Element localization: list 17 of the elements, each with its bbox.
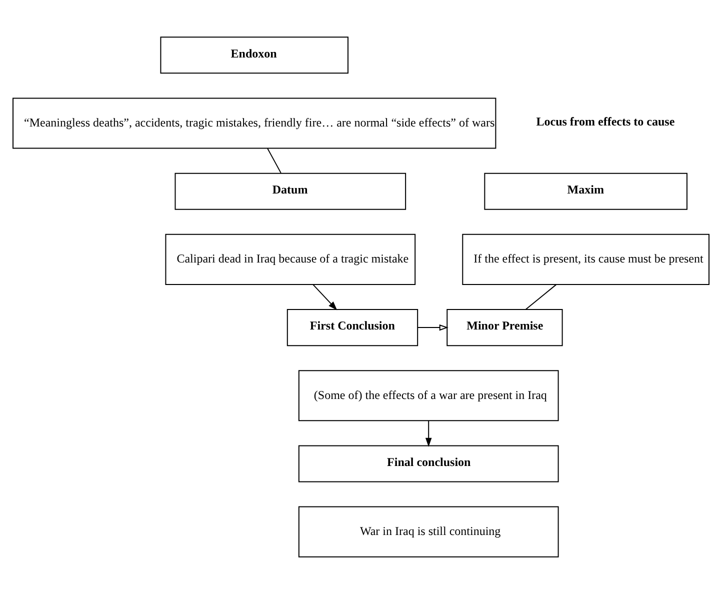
node-box: “Meaningless deaths”, accidents, tragic mistakes, friendly fire… are normal “side effects” of wars bbox=[12, 97, 496, 148]
node-box: Endoxon bbox=[160, 36, 348, 74]
node-box: If the effect is present, its cause must be present bbox=[462, 233, 709, 284]
arrow bbox=[312, 284, 337, 310]
node-box: War in Iraq is still continuing bbox=[298, 506, 558, 557]
connector bbox=[524, 284, 556, 310]
node-box: Final conclusion bbox=[298, 444, 558, 482]
node-box: Datum bbox=[174, 172, 406, 210]
node-box: First Conclusion bbox=[286, 308, 418, 346]
node-box: Calipari dead in Iraq because of a tragic mistake bbox=[164, 233, 416, 284]
connector bbox=[266, 148, 281, 173]
node-box: Minor Premise bbox=[446, 308, 562, 346]
node-box: (Some of) the effects of a war are present in Iraq bbox=[298, 370, 558, 421]
label: Locus from effects to cause bbox=[536, 114, 674, 128]
node-box: Maxim bbox=[484, 172, 687, 210]
arrow bbox=[416, 324, 448, 330]
arrow bbox=[424, 420, 432, 446]
